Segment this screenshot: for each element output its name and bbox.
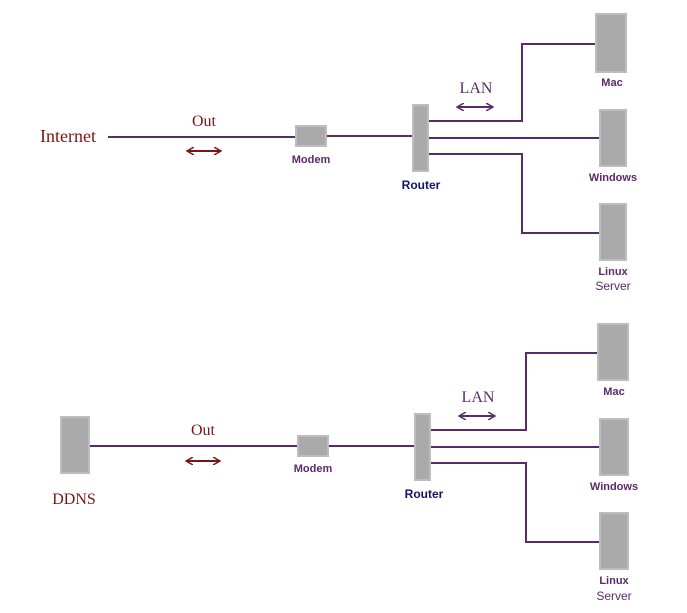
router-label: Router [405, 487, 444, 501]
linux-label-line2: Server [596, 589, 631, 603]
lan-label: LAN [462, 389, 495, 406]
router-box [412, 104, 429, 172]
mac-label: Mac [601, 77, 622, 89]
internet-label: Internet [40, 126, 96, 146]
router-linux-line [430, 462, 600, 543]
lan-label: LAN [460, 80, 493, 97]
router-linux-line [428, 153, 600, 234]
connection-lines [90, 352, 600, 543]
linux-box [599, 512, 629, 570]
modem-label: Modem [294, 463, 333, 475]
router-mac-line [428, 43, 596, 122]
modem-label: Modem [292, 154, 331, 166]
linux-label-line1: Linux [599, 575, 629, 587]
router-box [414, 413, 431, 481]
out-label: Out [192, 113, 217, 130]
modem-box [295, 125, 327, 147]
ddns-label: DDNS [52, 491, 96, 508]
windows-box [599, 109, 627, 167]
modem-box [297, 435, 329, 457]
connection-lines [108, 43, 600, 234]
diagram-bottom: DDNS Out Modem Router LAN Mac Windows Li… [52, 323, 638, 603]
mac-box [595, 13, 627, 73]
windows-label: Windows [589, 172, 637, 184]
linux-box [599, 203, 627, 261]
windows-box [599, 418, 629, 476]
linux-label-line2: Server [595, 279, 630, 293]
diagram-top: Internet Out Modem Router LAN Mac Window… [40, 13, 637, 293]
router-label: Router [402, 178, 441, 192]
linux-label-line1: Linux [598, 266, 628, 278]
router-mac-line [430, 352, 598, 431]
out-label: Out [191, 422, 216, 439]
mac-label: Mac [603, 386, 624, 398]
windows-label: Windows [590, 481, 638, 493]
ddns-box [60, 416, 90, 474]
mac-box [597, 323, 629, 381]
